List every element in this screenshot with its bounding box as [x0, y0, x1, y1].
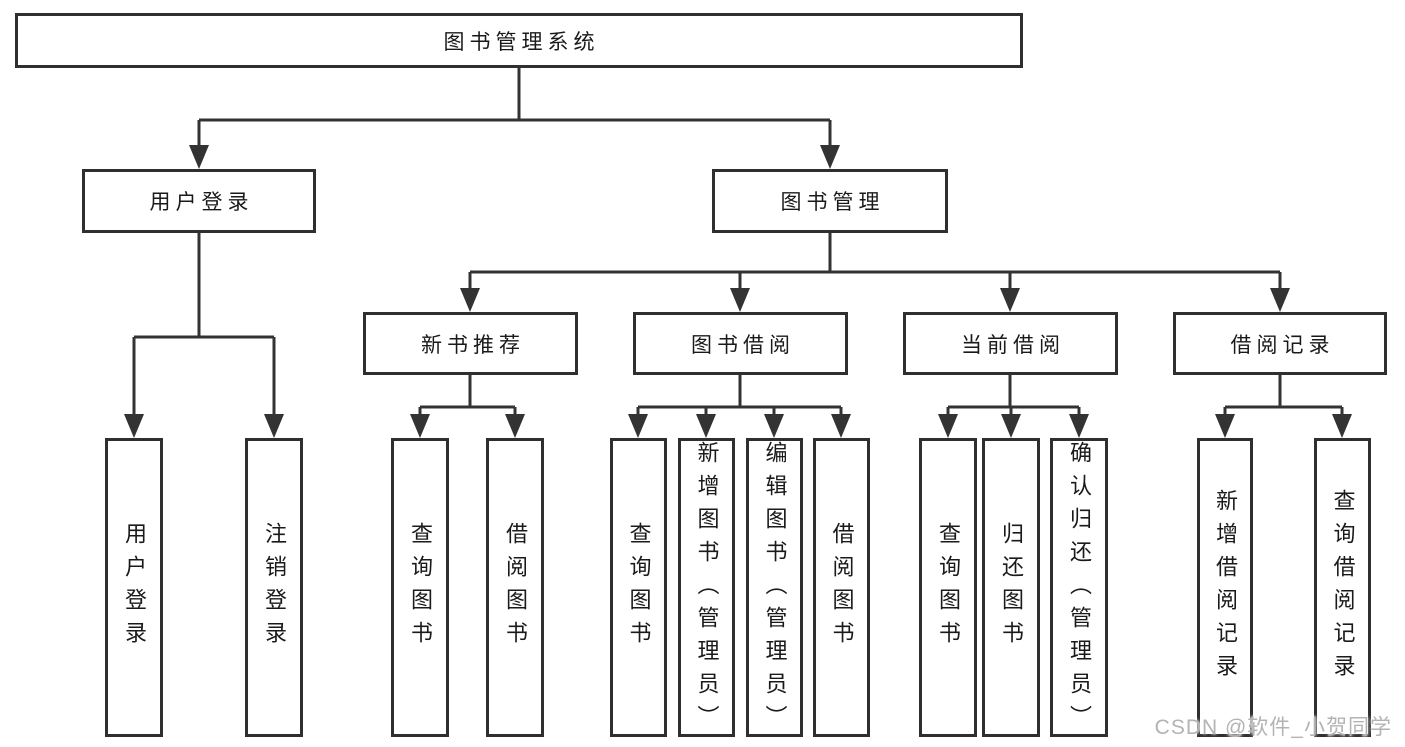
node-label-new-book-recommend: 新书推荐 — [421, 333, 525, 357]
node-leaf-query-borrow-record: 查询借阅记录 — [1314, 438, 1371, 737]
arrowhead-icon — [124, 414, 144, 438]
node-leaf-add-books-admin: 新增图书（管理员） — [678, 438, 735, 738]
node-leaf-logout: 注销登录 — [245, 438, 303, 737]
arrowhead-icon — [628, 414, 648, 438]
arrowhead-icon — [1270, 288, 1290, 312]
arrowhead-icon — [1001, 414, 1021, 438]
node-root: 图书管理系统 — [15, 13, 1023, 68]
node-book-borrowing: 图书借阅 — [633, 312, 848, 375]
node-label-leaf-add-books-admin: 新增图书（管理员） — [694, 441, 720, 738]
node-label-book-management: 图书管理 — [780, 191, 885, 214]
arrowhead-icon — [460, 288, 480, 312]
arrowhead-icon — [1069, 414, 1089, 438]
node-label-leaf-query-books-2: 查询图书 — [626, 521, 652, 654]
arrowhead-icon — [1215, 414, 1235, 438]
node-leaf-query-books-3: 查询图书 — [919, 438, 977, 737]
node-label-leaf-logout: 注销登录 — [262, 521, 287, 654]
edge-path — [197, 68, 832, 148]
node-current-borrowing: 当前借阅 — [903, 312, 1118, 375]
node-leaf-borrow-books-2: 借阅图书 — [813, 438, 870, 737]
node-leaf-return-books: 归还图书 — [982, 438, 1040, 737]
arrowhead-icon — [1000, 288, 1020, 312]
node-label-leaf-query-books-3: 查询图书 — [936, 521, 961, 654]
node-leaf-borrow-books-1: 借阅图书 — [486, 438, 544, 737]
edge-path — [636, 375, 843, 417]
arrowhead-icon — [764, 414, 784, 438]
arrowhead-icon — [264, 414, 284, 438]
node-leaf-query-books-1: 查询图书 — [391, 438, 449, 737]
arrowhead-icon — [831, 414, 851, 438]
node-leaf-query-books-2: 查询图书 — [610, 438, 667, 737]
node-label-leaf-add-borrow-record: 新增借阅记录 — [1213, 488, 1238, 687]
node-leaf-confirm-return-admin: 确认归还（管理员） — [1050, 438, 1108, 738]
arrowhead-icon — [505, 414, 525, 438]
edge-path — [468, 233, 1282, 291]
arrowhead-icon — [730, 288, 750, 312]
node-label-borrowing-records: 借阅记录 — [1230, 333, 1335, 357]
node-leaf-user-login: 用户登录 — [105, 438, 163, 737]
node-label-leaf-user-login: 用户登录 — [122, 521, 147, 654]
node-label-current-borrowing: 当前借阅 — [961, 333, 1065, 357]
node-label-leaf-query-books-1: 查询图书 — [408, 521, 433, 654]
watermark: CSDN @软件_小贺同学 — [1154, 716, 1392, 739]
node-label-book-borrowing: 图书借阅 — [691, 333, 795, 357]
node-label-leaf-query-borrow-record: 查询借阅记录 — [1330, 488, 1356, 687]
arrowhead-icon — [410, 414, 430, 438]
node-new-book-recommend: 新书推荐 — [363, 312, 578, 375]
node-label-leaf-confirm-return-admin: 确认归还（管理员） — [1067, 441, 1092, 738]
arrowhead-icon — [696, 414, 716, 438]
node-label-leaf-return-books: 归还图书 — [999, 521, 1024, 654]
node-label-user-login: 用户登录 — [149, 191, 254, 214]
arrowhead-icon — [1332, 414, 1352, 438]
node-leaf-add-borrow-record: 新增借阅记录 — [1197, 438, 1253, 737]
arrowhead-icon — [820, 145, 840, 169]
node-label-leaf-borrow-books-2: 借阅图书 — [829, 521, 855, 654]
edge-path — [1223, 375, 1344, 417]
edge-path — [418, 375, 517, 417]
node-label-root: 图书管理系统 — [443, 30, 600, 54]
arrowhead-icon — [189, 145, 209, 169]
node-user-login: 用户登录 — [82, 169, 316, 233]
node-borrowing-records: 借阅记录 — [1173, 312, 1387, 375]
node-book-management: 图书管理 — [712, 169, 948, 233]
node-label-leaf-borrow-books-1: 借阅图书 — [503, 521, 528, 654]
node-leaf-edit-books-admin: 编辑图书（管理员） — [746, 438, 803, 738]
arrowhead-icon — [938, 414, 958, 438]
node-label-leaf-edit-books-admin: 编辑图书（管理员） — [762, 441, 788, 738]
edge-path — [132, 233, 276, 417]
edge-path — [946, 375, 1081, 417]
